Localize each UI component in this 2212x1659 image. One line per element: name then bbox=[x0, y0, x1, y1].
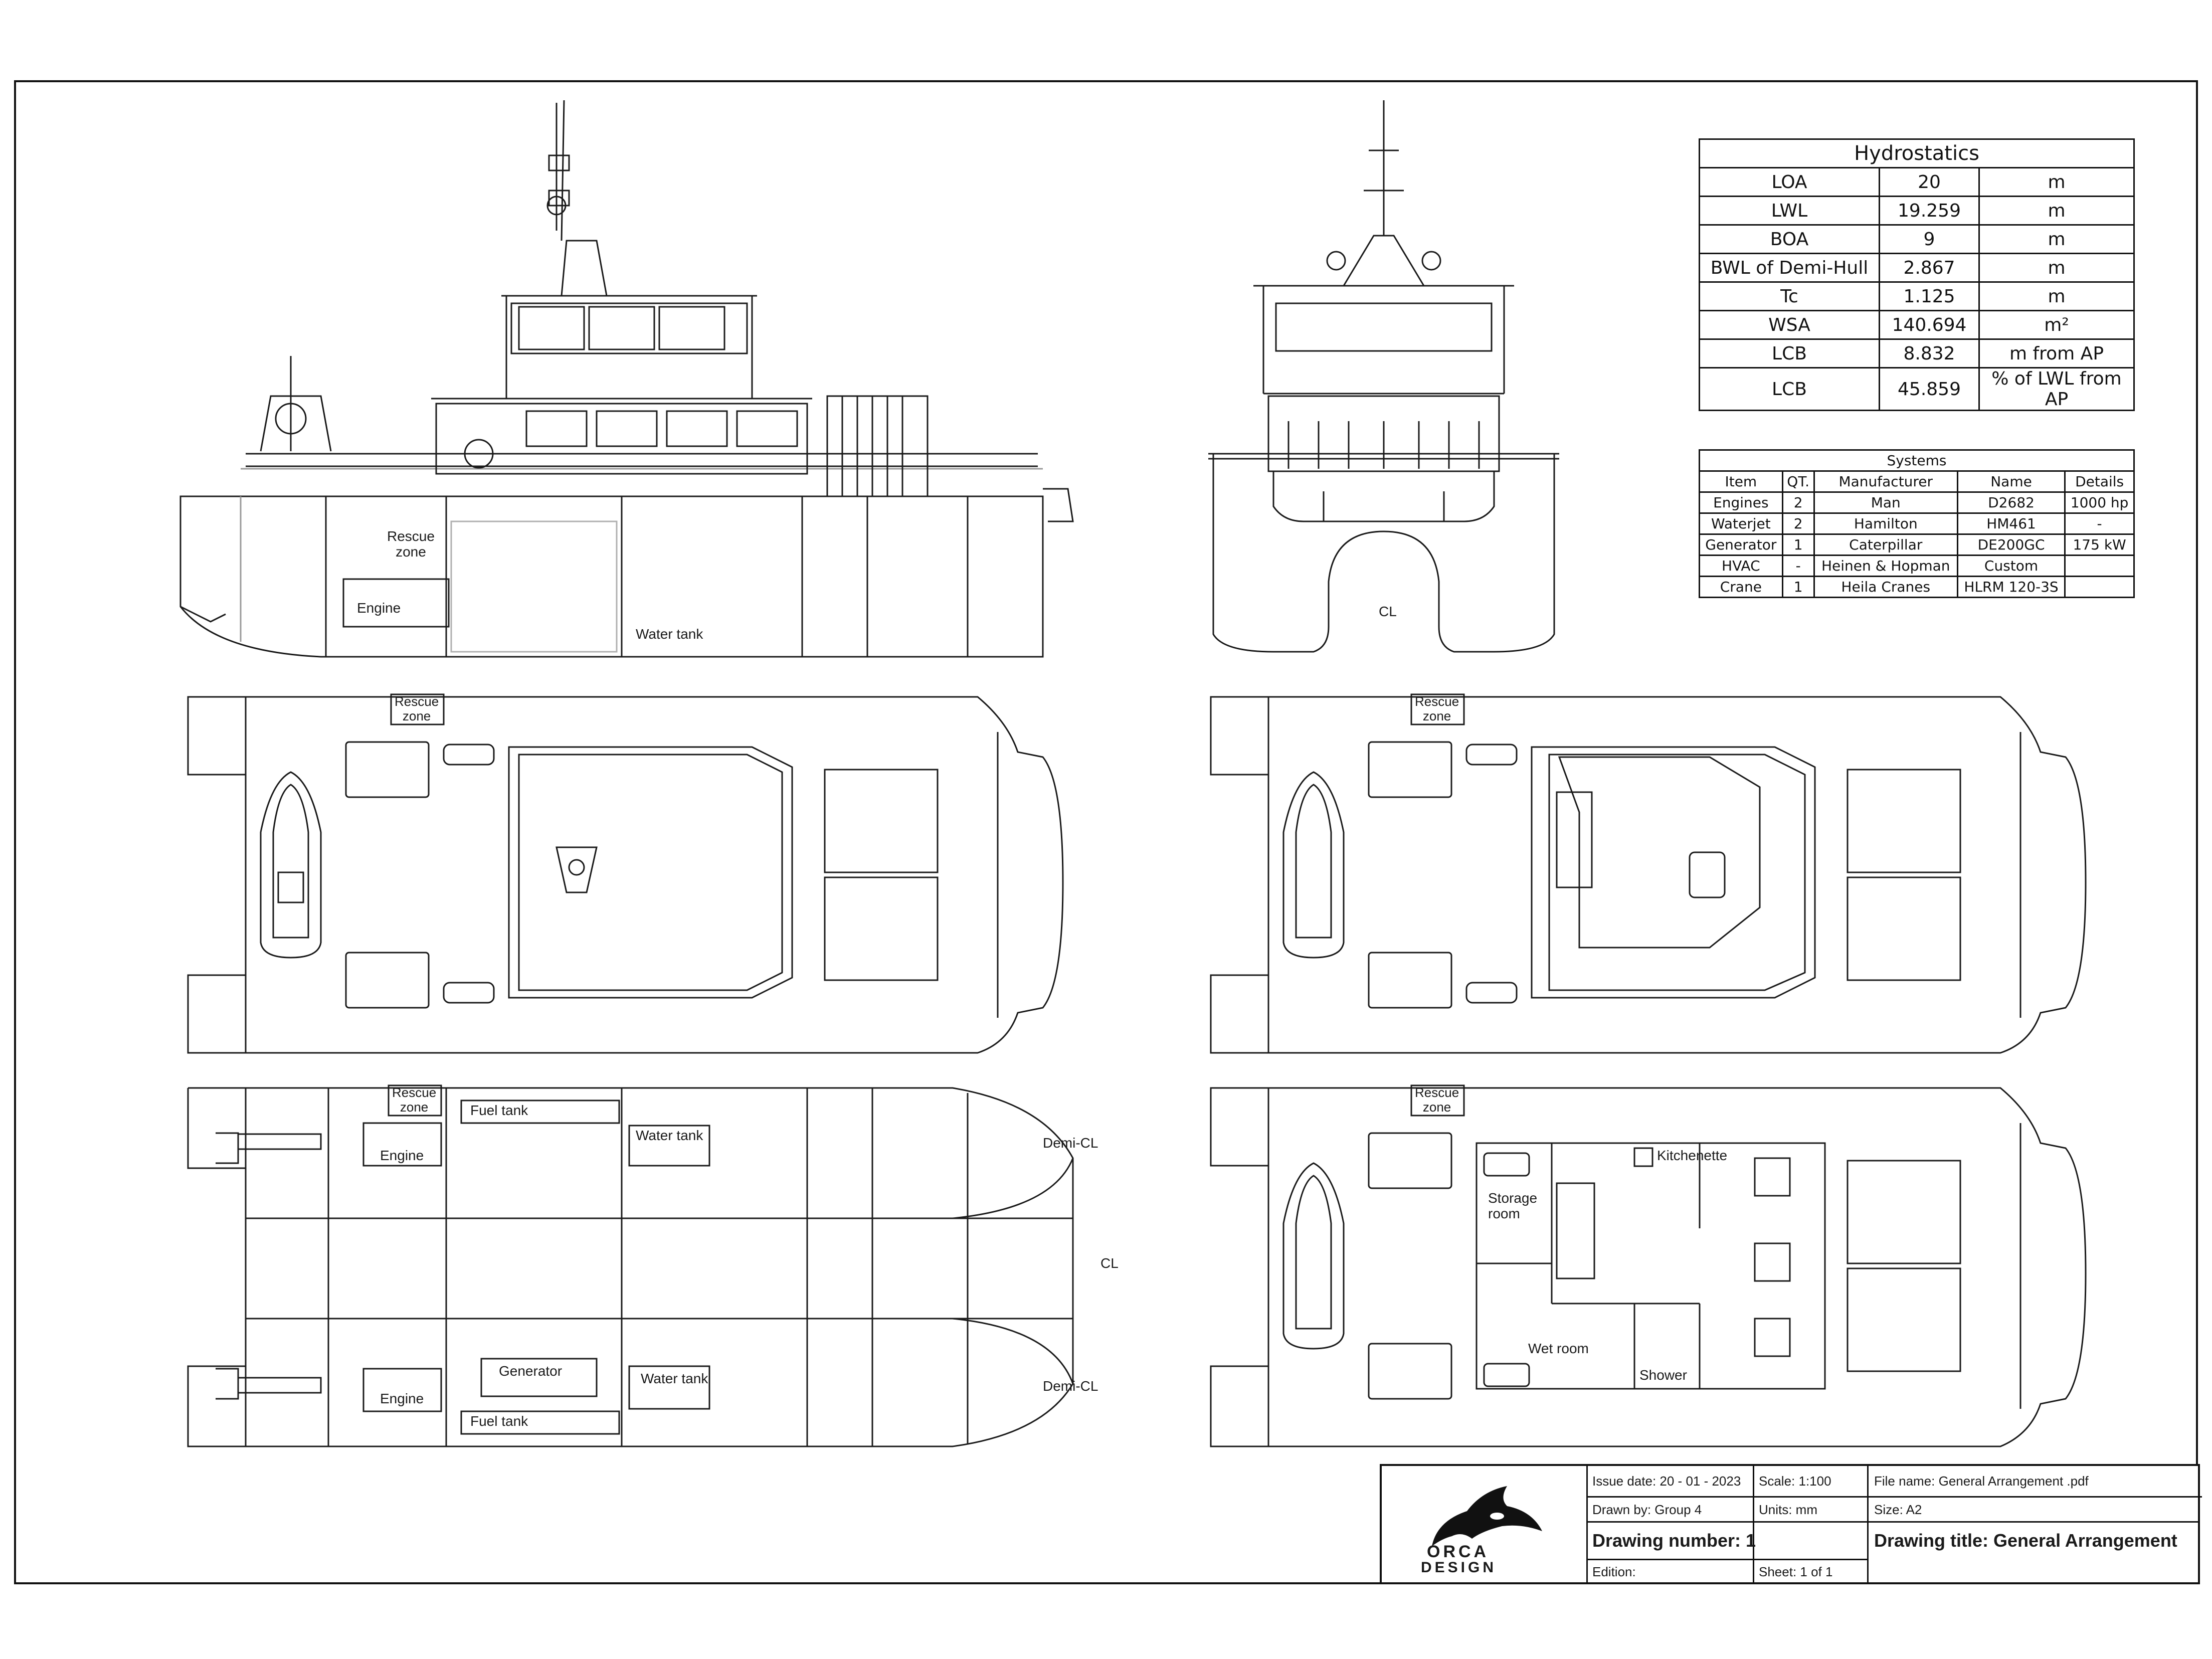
drawn-by: Drawn by: Group 4 bbox=[1592, 1502, 1702, 1517]
accom-rescue-zone-label: Rescue zone bbox=[1415, 1085, 1459, 1115]
tank-demi-cl-bottom-label: Demi-CL bbox=[1043, 1378, 1098, 1394]
sheet: Sheet: 1 of 1 bbox=[1759, 1564, 1833, 1579]
logo-design-text: DESIGN bbox=[1421, 1559, 1497, 1576]
tank-plan bbox=[187, 1087, 1074, 1447]
title-block: ORCA DESIGN Issue date: 20 - 01 - 2023 S… bbox=[1380, 1464, 2202, 1584]
scale: Scale: 1:100 bbox=[1759, 1473, 1831, 1489]
drawing-frame bbox=[14, 80, 2198, 1584]
tank-water-tank-top-label: Water tank bbox=[636, 1128, 703, 1143]
drawing-number: Drawing number: 1 bbox=[1592, 1530, 1756, 1551]
rescue-zone-box-4 bbox=[1410, 1084, 1465, 1117]
file-name: File name: General Arrangement .pdf bbox=[1874, 1473, 2089, 1489]
size: Size: A2 bbox=[1874, 1502, 1922, 1517]
accom-shower-label: Shower bbox=[1639, 1367, 1687, 1383]
side-rescue-zone-label: Rescue zone bbox=[387, 528, 435, 560]
systems-title: Systems bbox=[1699, 449, 2135, 472]
tank-demi-cl-top-label: Demi-CL bbox=[1043, 1135, 1098, 1151]
accom-kitchenette-label: Kitchenette bbox=[1657, 1148, 1728, 1163]
accom-storage-room-label: Storage room bbox=[1488, 1190, 1538, 1221]
tank-engine-bottom-label: Engine bbox=[380, 1391, 424, 1406]
tank-water-tank-bottom-label: Water tank bbox=[641, 1371, 708, 1386]
side-elevation bbox=[179, 100, 1074, 658]
side-water-tank-label: Water tank bbox=[636, 626, 703, 642]
systems-table: Systems Item QT. Manufacturer Name Detai… bbox=[1699, 449, 2135, 598]
front-cl-label: CL bbox=[1379, 604, 1397, 619]
rescue-zone-box-2 bbox=[1410, 693, 1465, 725]
tank-fuel-tank-top-label: Fuel tank bbox=[470, 1102, 528, 1118]
tank-generator-label: Generator bbox=[499, 1363, 563, 1379]
front-elevation bbox=[1208, 100, 1559, 653]
rescue-zone-box-3 bbox=[388, 1084, 442, 1117]
units: Units: mm bbox=[1759, 1502, 1817, 1517]
drawing-title: Drawing title: General Arrangement bbox=[1874, 1530, 2177, 1551]
accom-wet-room-label: Wet room bbox=[1528, 1341, 1589, 1356]
tank-cl-label: CL bbox=[1100, 1255, 1119, 1271]
hydrostatics-title: Hydrostatics bbox=[1699, 138, 2135, 168]
accommodation-plan bbox=[1210, 1087, 2087, 1447]
deck2-rescue-zone-label: Rescue zone bbox=[1415, 694, 1459, 723]
edition: Edition: bbox=[1592, 1564, 1636, 1579]
tank-fuel-tank-bottom-label: Fuel tank bbox=[470, 1413, 528, 1429]
tank-engine-top-label: Engine bbox=[380, 1148, 424, 1163]
side-engine-label: Engine bbox=[357, 600, 401, 616]
main-deck-plan-1 bbox=[187, 696, 1064, 1054]
deck1-rescue-zone-label: Rescue zone bbox=[395, 694, 439, 723]
logo-orca-text: ORCA bbox=[1427, 1542, 1490, 1561]
rescue-zone-box-1 bbox=[390, 693, 445, 725]
orca-logo-icon bbox=[1432, 1486, 1542, 1546]
issue-date: Issue date: 20 - 01 - 2023 bbox=[1592, 1473, 1741, 1489]
tank-rescue-zone-label: Rescue zone bbox=[392, 1085, 437, 1115]
main-deck-plan-2 bbox=[1210, 696, 2087, 1054]
table-header-row: Item QT. Manufacturer Name Details bbox=[1699, 470, 2135, 493]
